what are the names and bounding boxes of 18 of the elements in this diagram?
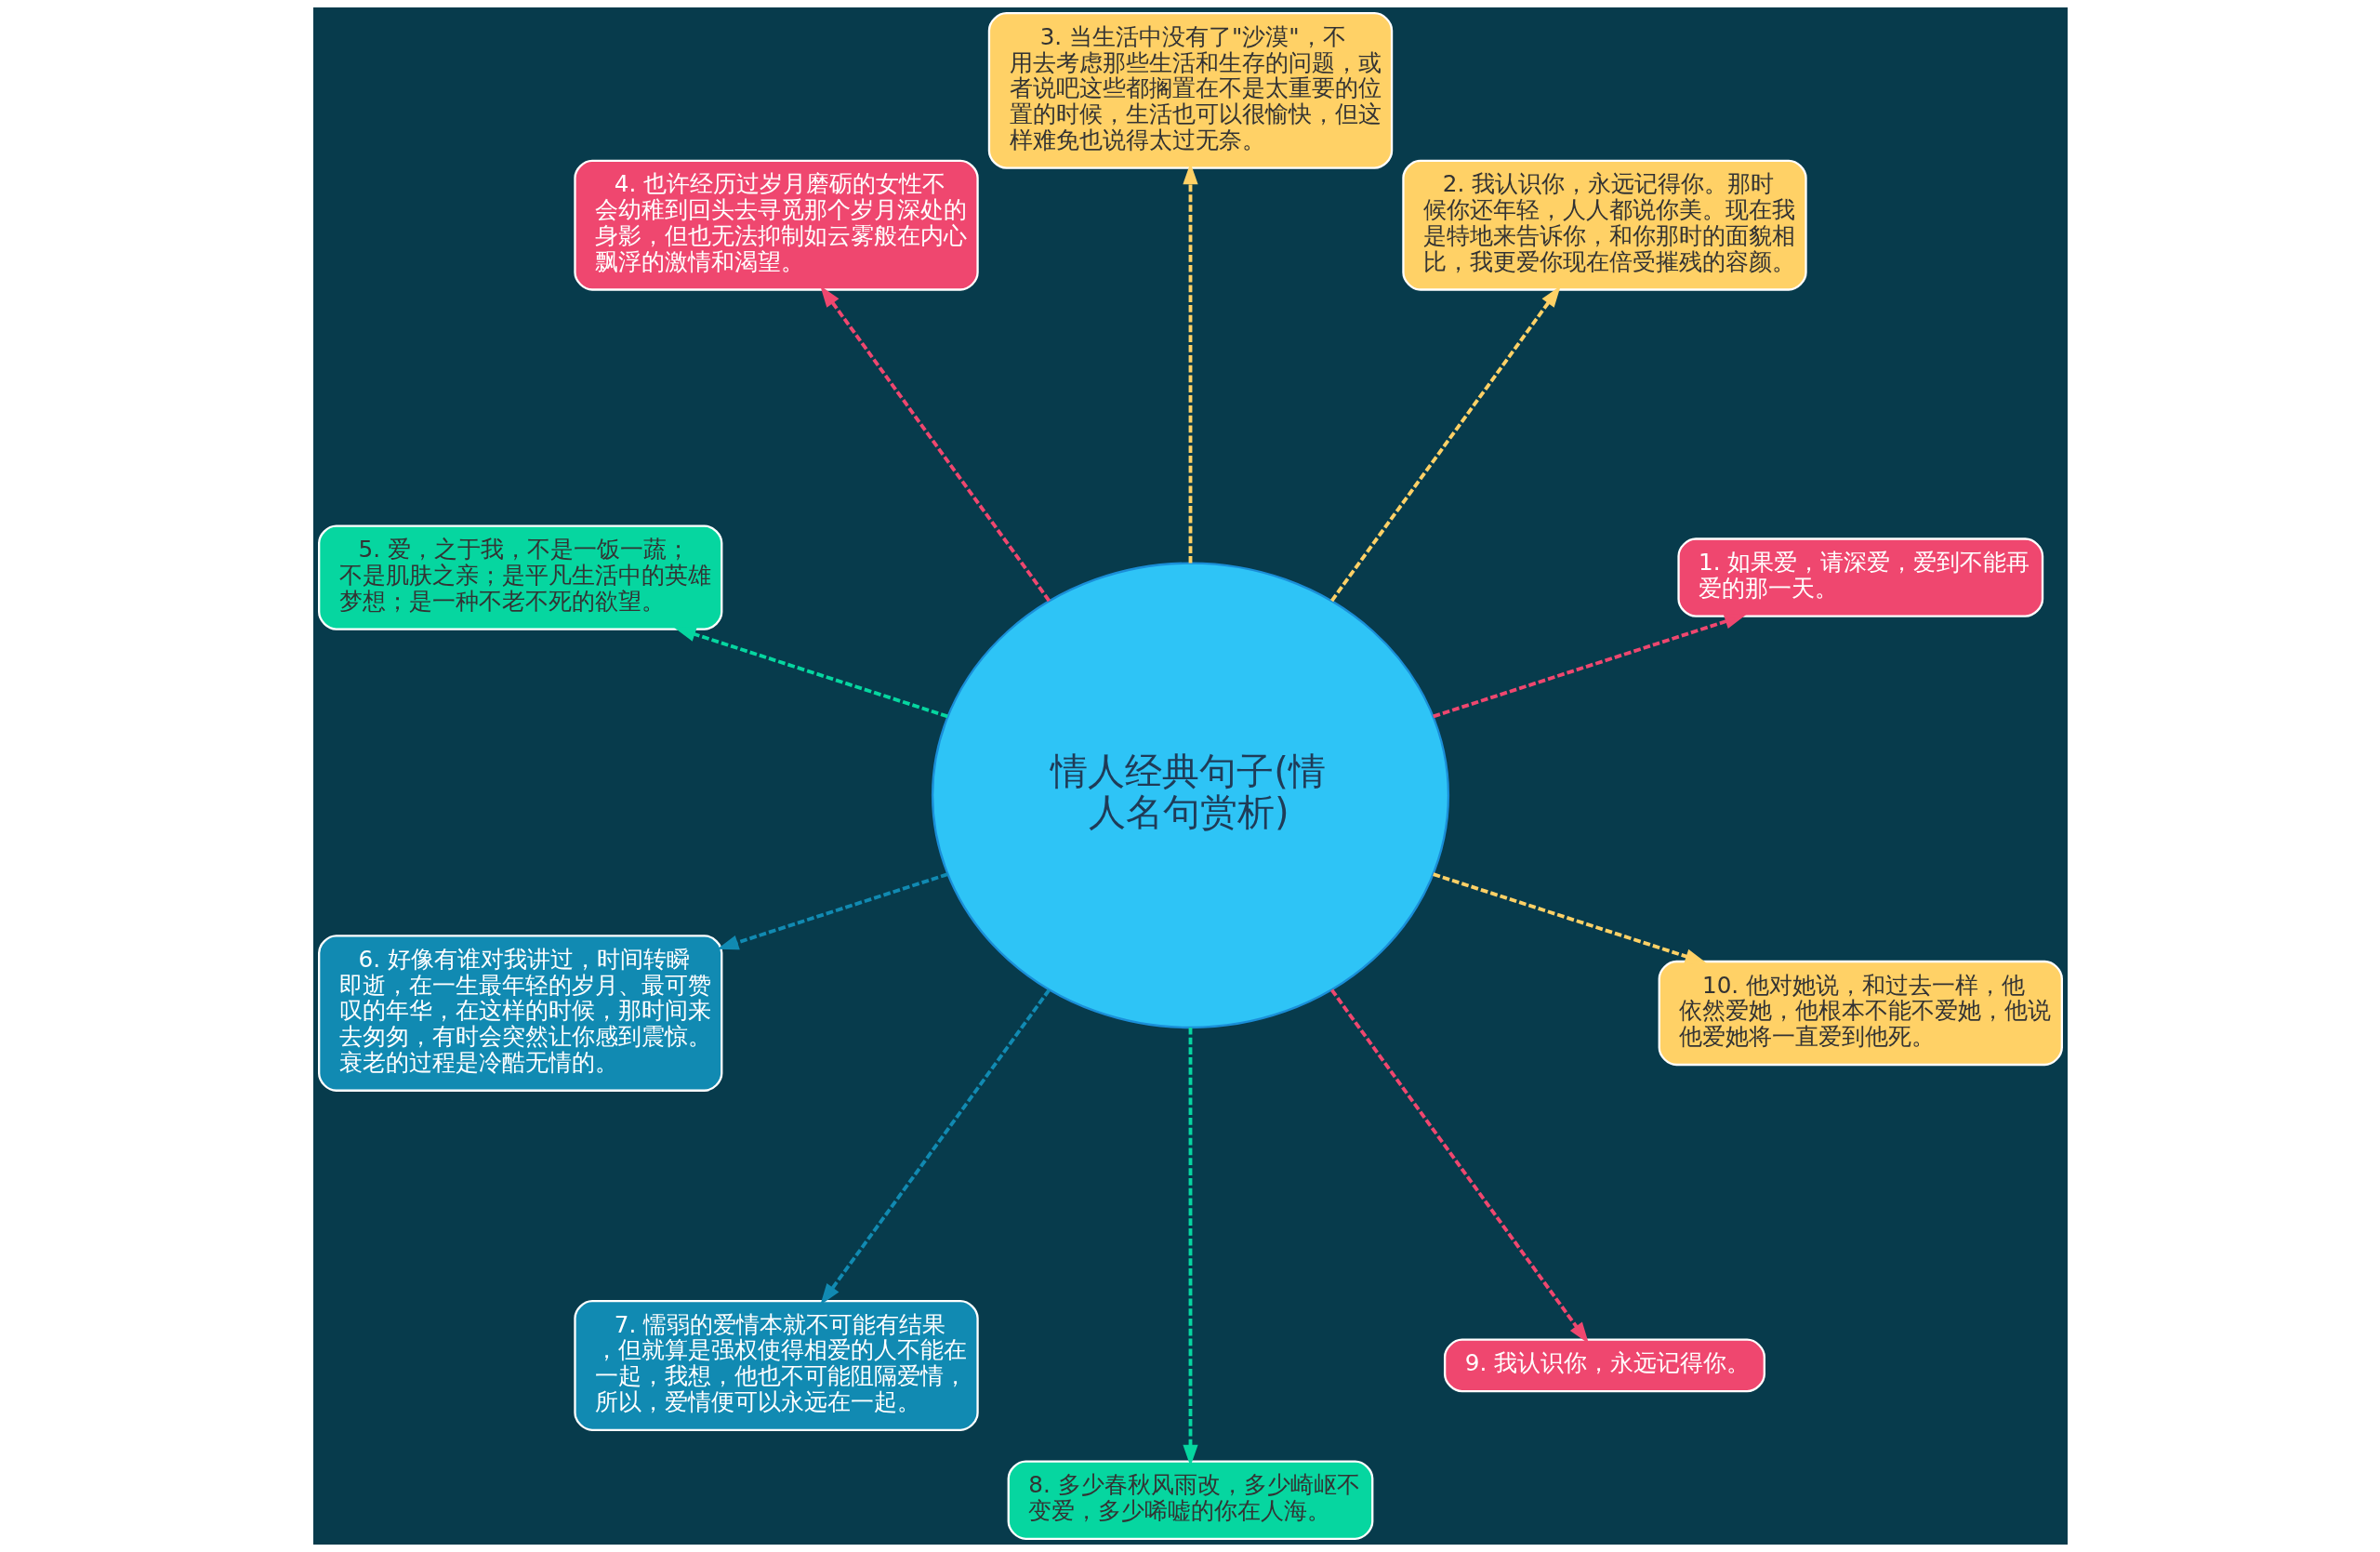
node-box: 6. 好像有谁对我讲过，时间转瞬即逝，在一生最年轻的岁月、最可赞叹的年华，在这样的时候，那时间来去匆匆，有时会突然让你感到震惊。衰老的过程是冷酷无情的。 (317, 935, 722, 1092)
node-box: 9. 我认识你，永远记得你。 (1443, 1338, 1765, 1393)
node-box: 3. 当生活中没有了"沙漠"，不用去考虑那些生活和生存的问题，或者说吧这些都搁置在不是太重要的位置的时候，生活也可以很愉快，但这样难免也说得太过无奈。 (987, 12, 1393, 169)
node-box: 8. 多少春秋风雨改，多少崎岖不变爱，多少唏嘘的你在人海。 (1007, 1460, 1373, 1540)
arrow (716, 872, 948, 950)
arrow (1432, 614, 1746, 719)
node-box: 5. 爱，之于我，不是一饭一蔬；不是肌肤之亲；是平凡生活中的英雄梦想；是一种不老不死的欲望。 (317, 524, 722, 630)
node-ellipse: 情人经典句子(情人名句赏析) (931, 562, 1449, 1029)
node-box: 7. 懦弱的爱情本就不可能有结果，但就算是强权使得相爱的人不能在一起，我想，他也不可能阻隔爱情，所以，爱情便可以永远在一起。 (573, 1299, 979, 1431)
arrow (1329, 285, 1561, 603)
arrow (1432, 872, 1707, 964)
node-box: 4. 也许经历过岁月磨砺的女性不会幼稚到回头去寻觅那个岁月深处的身影，但也无法抑制如云雾般在内心飘浮的激情和渴望。 (573, 159, 979, 291)
arrow (819, 988, 1051, 1306)
arrow (819, 285, 1051, 603)
node-box: 1. 如果爱，请深爱，爱到不能再爱的那一天。 (1676, 537, 2043, 617)
node-box: 2. 我认识你，永远记得你。那时候你还年轻，人人都说你美。现在我是特地来告诉你，和你那时的面貌相比，我更爱你现在倍受摧残的容颜。 (1401, 159, 1807, 291)
arrow (673, 627, 948, 719)
node-box: 10. 他对她说，和过去一样，他依然爱她，他根本不能不爱她，他说他爱她将一直爱到他死。 (1658, 960, 2063, 1067)
